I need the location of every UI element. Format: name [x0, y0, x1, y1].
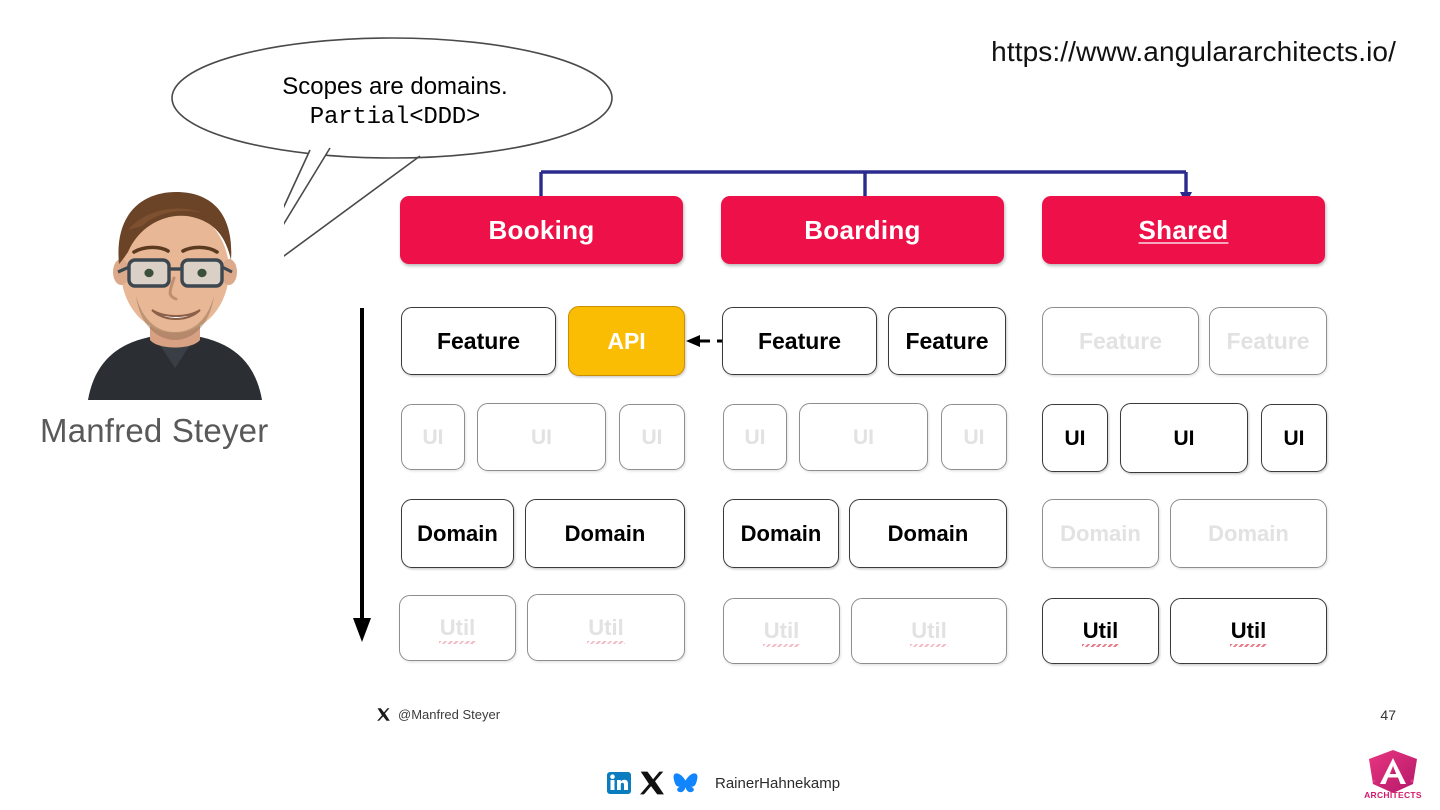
layer-direction-arrow: [353, 308, 371, 642]
box-shared-feature-2[interactable]: Feature: [1209, 307, 1327, 375]
box-booking-api[interactable]: API: [568, 306, 685, 376]
box-boarding-ui-1[interactable]: UI: [723, 404, 787, 470]
speech-bubble: Scopes are domains. Partial<DDD>: [170, 30, 620, 290]
angular-architects-logo-icon: ARCHITECTS: [1362, 748, 1424, 806]
box-boarding-ui-3[interactable]: UI: [941, 404, 1007, 470]
bluesky-butterfly-icon[interactable]: [672, 770, 699, 796]
box-shared-ui-3[interactable]: UI: [1261, 404, 1327, 472]
box-boarding-util-1[interactable]: Util: [723, 598, 840, 664]
speaker-avatar: [66, 168, 284, 400]
domain-header-boarding[interactable]: Boarding: [721, 196, 1004, 264]
presenter-name: RainerHahnekamp: [715, 774, 841, 792]
slide-number: 47: [1380, 707, 1396, 723]
x-logo-icon: [377, 708, 390, 721]
box-boarding-ui-2[interactable]: UI: [799, 403, 928, 471]
box-booking-util-2[interactable]: Util: [527, 594, 685, 661]
angular-shield-icon: [1369, 750, 1417, 793]
speaker-handle: @Manfred Steyer: [376, 707, 500, 722]
box-booking-domain-1[interactable]: Domain: [401, 499, 514, 568]
box-booking-ui-3[interactable]: UI: [619, 404, 685, 470]
domain-header-shared[interactable]: Shared: [1042, 196, 1325, 264]
box-shared-domain-2[interactable]: Domain: [1170, 499, 1327, 568]
box-shared-domain-1[interactable]: Domain: [1042, 499, 1159, 568]
box-shared-ui-2[interactable]: UI: [1120, 403, 1248, 473]
site-url: https://www.angulararchitects.io/: [991, 36, 1396, 67]
speaker-name: Manfred Steyer: [40, 412, 269, 449]
callout-line-2: Partial<DDD>: [309, 103, 481, 131]
box-booking-ui-2[interactable]: UI: [477, 403, 606, 471]
box-booking-domain-2[interactable]: Domain: [525, 499, 685, 568]
box-boarding-domain-2[interactable]: Domain: [849, 499, 1007, 568]
box-booking-util-1[interactable]: Util: [399, 595, 516, 661]
callout-line-1: Scopes are domains.: [282, 73, 508, 100]
social-bar: RainerHahnekamp: [606, 770, 840, 796]
box-shared-feature-1[interactable]: Feature: [1042, 307, 1199, 375]
x-logo-icon[interactable]: [639, 770, 665, 796]
box-boarding-domain-1[interactable]: Domain: [723, 499, 839, 568]
box-booking-ui-1[interactable]: UI: [401, 404, 465, 470]
box-shared-util-2[interactable]: Util: [1170, 598, 1327, 664]
box-shared-ui-1[interactable]: UI: [1042, 404, 1108, 472]
box-boarding-feature-1[interactable]: Feature: [722, 307, 877, 375]
speaker-handle-text: @Manfred Steyer: [398, 707, 501, 722]
box-shared-util-1[interactable]: Util: [1042, 598, 1159, 664]
architecture-diagram: Booking Feature API UI UI UI Domain Doma…: [353, 170, 1327, 664]
speech-bubble-shape: [171, 37, 613, 279]
box-boarding-feature-2[interactable]: Feature: [888, 307, 1006, 375]
box-booking-feature-1[interactable]: Feature: [401, 307, 556, 375]
avatar-illustration: [66, 168, 284, 400]
brand-text: ARCHITECTS: [1364, 790, 1422, 800]
linkedin-icon[interactable]: [606, 770, 632, 796]
speech-bubble-text: Scopes are domains. Partial<DDD>: [200, 72, 590, 133]
box-boarding-util-2[interactable]: Util: [851, 598, 1007, 664]
domain-header-booking[interactable]: Booking: [400, 196, 683, 264]
